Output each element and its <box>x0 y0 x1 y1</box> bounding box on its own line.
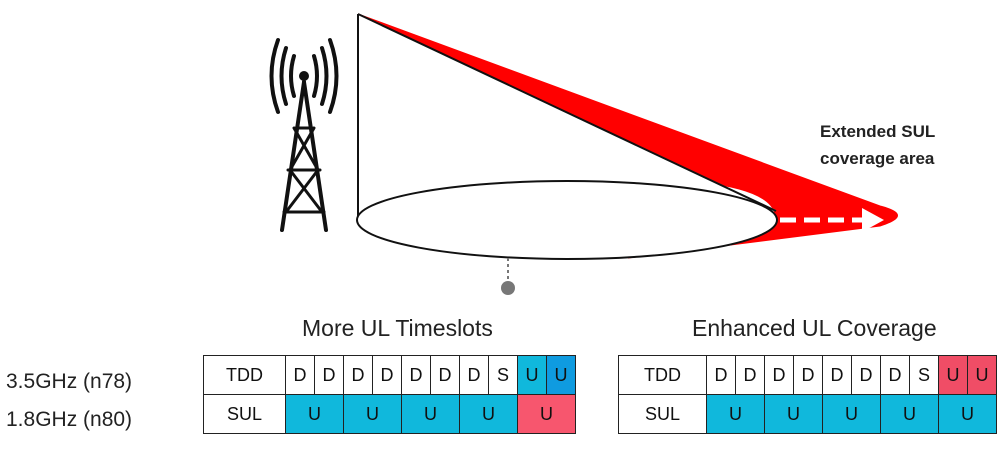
panel-heading-more-ul-timeslots: More UL Timeslots <box>302 315 493 341</box>
tdd-slot: D <box>793 355 823 395</box>
tdd-slot: D <box>822 355 852 395</box>
cell-tower-icon <box>269 38 339 232</box>
sul-slot: U <box>459 394 518 434</box>
slot-table-enhanced-ul-coverage: TDD D D D D D D D S U U SUL U U U U U <box>618 355 997 434</box>
tdd-slot: D <box>880 355 910 395</box>
tdd-row-type: TDD <box>203 355 286 395</box>
dashed-arrow-icon <box>780 208 884 232</box>
cone-edge-diagonal <box>357 13 777 212</box>
baseline-cone <box>358 14 776 218</box>
band-label-n78: 3.5GHz (n78) <box>6 370 133 393</box>
tdd-slot: S <box>488 355 518 395</box>
tdd-slot-uplink: U <box>938 355 968 395</box>
slot-table-more-ul-timeslots: TDD D D D D D D D S U U SUL U U U U U <box>203 355 576 434</box>
panel-heading-enhanced-ul-coverage: Enhanced UL Coverage <box>692 315 937 341</box>
tdd-slot: D <box>401 355 431 395</box>
tdd-slot: D <box>706 355 736 395</box>
tdd-slot: D <box>764 355 794 395</box>
tdd-slot: D <box>372 355 402 395</box>
tdd-slot: D <box>851 355 881 395</box>
tdd-slot-uplink: U <box>546 355 576 395</box>
sul-slot-extra: U <box>517 394 576 434</box>
coverage-diagram <box>269 13 898 295</box>
sul-slot: U <box>880 394 939 434</box>
sul-row-type: SUL <box>618 394 707 434</box>
sul-slot: U <box>706 394 765 434</box>
tdd-row-type: TDD <box>618 355 707 395</box>
tdd-slot: D <box>430 355 460 395</box>
sul-slot: U <box>822 394 881 434</box>
tdd-slot: D <box>735 355 765 395</box>
tdd-slot: S <box>909 355 939 395</box>
tdd-slot: D <box>285 355 315 395</box>
sul-slot: U <box>285 394 344 434</box>
tdd-slot-uplink: U <box>967 355 997 395</box>
tdd-slot: D <box>314 355 344 395</box>
extended-coverage-label-line1: Extended SUL <box>820 122 936 141</box>
tdd-slot-uplink: U <box>517 355 547 395</box>
extended-coverage-label-line2: coverage area <box>820 149 935 168</box>
coverage-ellipse <box>356 180 778 260</box>
sul-row-type: SUL <box>203 394 286 434</box>
sul-slot: U <box>938 394 997 434</box>
sul-slot: U <box>343 394 402 434</box>
sul-slot: U <box>401 394 460 434</box>
pointer-dot <box>501 281 515 295</box>
sul-slot: U <box>764 394 823 434</box>
tdd-slot: D <box>459 355 489 395</box>
tdd-slot: D <box>343 355 373 395</box>
extended-coverage-label: Extended SUL coverage area <box>820 118 1000 172</box>
band-label-n80: 1.8GHz (n80) <box>6 408 133 431</box>
